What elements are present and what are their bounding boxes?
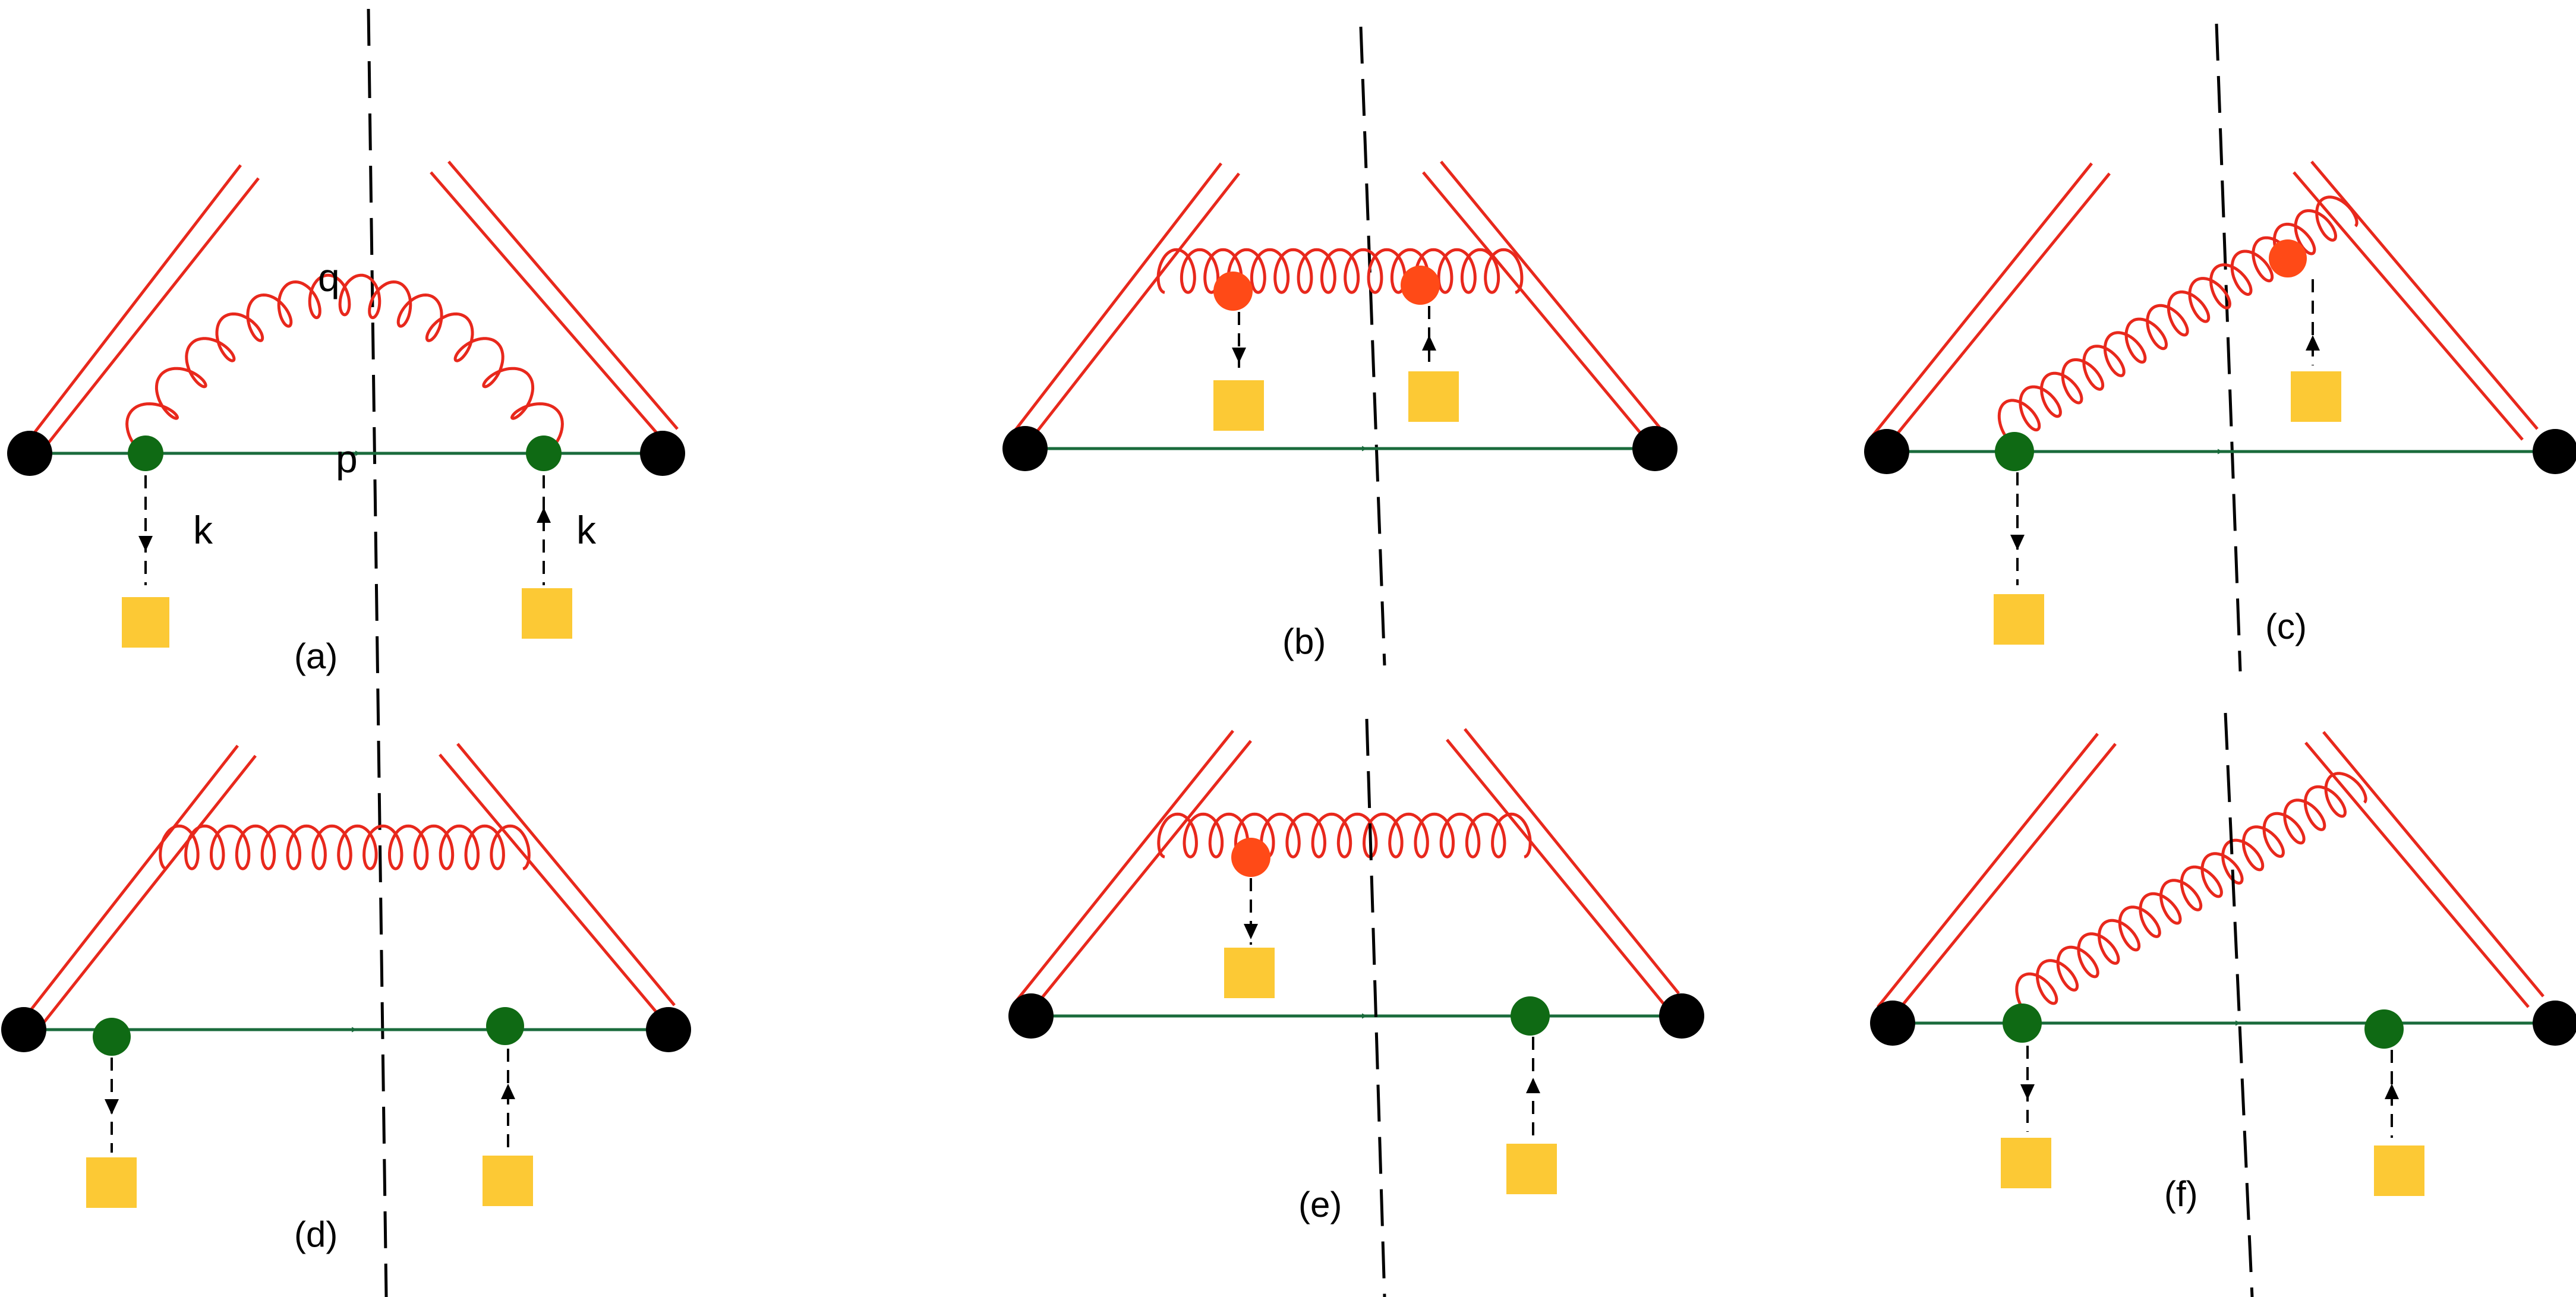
endpoint-left [1870, 1001, 1915, 1046]
panel-c: (c) [1864, 23, 2576, 672]
exchange-arrow-left [1244, 924, 1258, 939]
endpoint-left [1864, 429, 1909, 474]
quark-vertex-left [128, 436, 163, 471]
panel-caption: (d) [294, 1214, 338, 1254]
target-left [1213, 380, 1264, 431]
panel-b: (b) [1002, 26, 1678, 666]
exchange-arrow-left [2010, 535, 2025, 550]
gluon-coil-path [2015, 772, 2367, 1018]
target-right [483, 1156, 533, 1206]
exchange-momentum-label-left: k [193, 508, 213, 552]
cut-line [1359, 26, 1386, 666]
gluon-vertex-right [2269, 239, 2307, 277]
panel-f: (f) [1870, 731, 2576, 1214]
target-right [522, 588, 572, 639]
gluon-coil [1997, 195, 2359, 445]
quark-vertex-right [486, 1007, 524, 1045]
gluon-coil-path [1997, 195, 2359, 445]
quark-vertex-right [1511, 996, 1550, 1036]
gluon-coil [2015, 772, 2367, 1018]
panel-a: q p k k (a) [7, 8, 685, 1297]
endpoint-left [1, 1007, 46, 1052]
exchange-arrow-left [105, 1099, 119, 1115]
panel-caption: (a) [294, 636, 338, 676]
cut-line-center-lower [1365, 718, 1386, 1297]
target-right [2291, 371, 2341, 422]
target-left [122, 597, 169, 648]
exchange-arrow-left [2020, 1084, 2035, 1100]
panel-caption: (c) [2265, 607, 2307, 646]
exchange-arrow-right [2306, 335, 2320, 351]
panel-caption: (b) [1282, 621, 1326, 661]
panel-e: (e) [1008, 728, 1704, 1225]
gluon-coil-path [1156, 248, 1524, 294]
target-right [2374, 1145, 2424, 1196]
endpoint-left [7, 431, 52, 476]
quark-vertex-right [2364, 1009, 2404, 1049]
gluon-coil [1157, 812, 1532, 859]
target-left [86, 1157, 137, 1208]
gluon-coil-path [125, 273, 564, 457]
exchange-arrow-left [138, 536, 153, 551]
target-left [1994, 594, 2044, 645]
exchange-arrow-right [537, 507, 551, 523]
quark-vertex-right [526, 436, 562, 471]
gluon-vertex-left [1231, 838, 1270, 877]
wilson-line-left [1009, 162, 1240, 448]
quark-vertex-left [2003, 1003, 2042, 1043]
wilson-line-left [23, 744, 257, 1030]
exchange-arrow-right [501, 1084, 515, 1099]
gluon-vertex-left [1213, 272, 1253, 311]
exchange-arrow-right [2385, 1084, 2399, 1099]
panel-caption: (f) [2164, 1174, 2198, 1214]
endpoint-left [1008, 993, 1054, 1039]
target-left [1224, 948, 1275, 998]
panel-d: (d) [1, 743, 691, 1254]
wilson-line-right [1422, 160, 1662, 441]
endpoint-right [1632, 426, 1678, 471]
wilson-line-right [430, 160, 679, 441]
endpoint-right [646, 1007, 691, 1052]
exchange-arrow-right [1422, 335, 1436, 351]
quark-vertex-left [1995, 432, 2034, 471]
exchange-arrow-right [1526, 1078, 1540, 1093]
quark-vertex-left [93, 1018, 131, 1056]
quark-momentum-label: p [336, 437, 358, 481]
wilson-line-right [439, 743, 676, 1017]
gluon-momentum-label: q [318, 255, 340, 299]
cut-line [367, 8, 388, 1297]
wilson-line-left [26, 164, 260, 453]
target-right [1506, 1144, 1557, 1194]
cut-line-right-lower [2224, 712, 2254, 1297]
wilson-line-left [1877, 733, 2117, 1018]
wilson-line-left [1871, 162, 2111, 448]
gluon-coil-path [159, 824, 531, 870]
gluon-coil-path [1157, 812, 1532, 859]
exchange-arrow-left [1232, 348, 1246, 363]
target-left [2001, 1138, 2051, 1188]
gluon-vertex-right [1401, 266, 1440, 305]
exchange-momentum-label-right: k [576, 508, 597, 552]
target-right [1408, 371, 1459, 422]
cut-line [2215, 23, 2242, 672]
wilson-line-left [1015, 730, 1252, 1012]
endpoint-right [2533, 1001, 2576, 1046]
panel-caption: (e) [1298, 1185, 1342, 1225]
gluon-coil [125, 273, 564, 457]
endpoint-right [640, 431, 685, 476]
endpoint-right [2533, 429, 2576, 474]
wilson-line-right [1446, 728, 1680, 1005]
wilson-line-right [2304, 731, 2545, 1008]
endpoint-right [1659, 993, 1704, 1039]
gluon-coil [159, 824, 531, 870]
gluon-coil [1156, 248, 1524, 294]
endpoint-left [1002, 426, 1048, 471]
